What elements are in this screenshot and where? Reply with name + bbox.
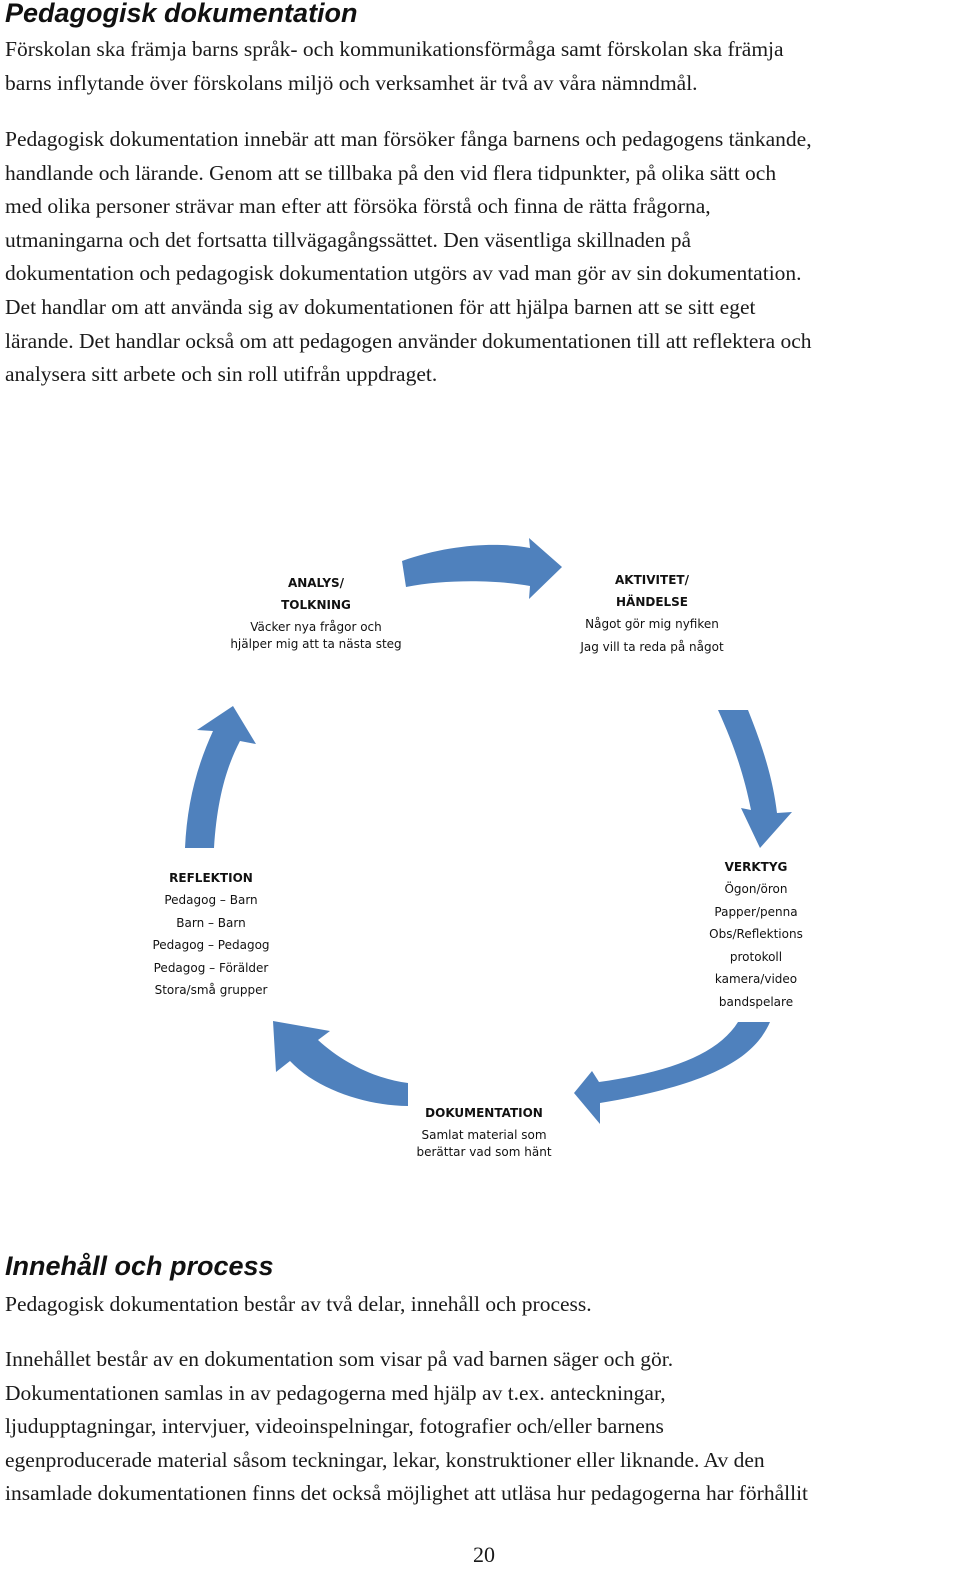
documentation-cycle-diagram <box>185 538 792 1124</box>
node-text: bandspelare <box>718 994 794 1009</box>
content-paragraph: Innehållet består av en dokumentation so… <box>5 1343 960 1511</box>
cycle-arrow-dokumentation-to-reflektion <box>273 1021 408 1106</box>
page-number: 20 <box>473 1542 495 1567</box>
text-line: ljudupptagningar, intervjuer, videoinspe… <box>5 1414 664 1439</box>
cycle-arrow-verktyg-to-dokumentation <box>574 1022 770 1124</box>
node-title: VERKTYG <box>724 860 788 874</box>
text-line: barns inflytande över förskolans miljö o… <box>5 70 698 95</box>
text-line: dokumentation och pedagogisk dokumentati… <box>5 261 802 286</box>
cycle-node-analys: ANALYS/ TOLKNING Väcker nya frågor och h… <box>216 572 416 653</box>
node-text: hjälper mig att ta nästa steg <box>230 637 402 651</box>
node-text: Pedagog – Barn <box>164 893 258 907</box>
section-heading-pedagogisk-dokumentation: Pedagogisk dokumentation <box>5 0 358 28</box>
definition-paragraph: Pedagogisk dokumentation innebär att man… <box>5 123 960 392</box>
text-line: lärande. Det handlar också om att pedago… <box>5 328 812 353</box>
text-line: egenproducerade material såsom teckninga… <box>5 1447 765 1472</box>
text-line: Det handlar om att använda sig av dokume… <box>5 294 756 319</box>
node-text: Obs/Reflektions <box>709 927 803 941</box>
text-line: Förskolan ska främja barns språk- och ko… <box>5 37 784 61</box>
text-line: Pedagogisk dokumentation innebär att man… <box>5 127 812 151</box>
node-title: TOLKNING <box>281 598 351 612</box>
cycle-node-dokumentation: DOKUMENTATION Samlat material som berätt… <box>384 1102 584 1161</box>
text-line: Innehållet består av en dokumentation so… <box>5 1347 674 1371</box>
cycle-arrow-aktivitet-to-verktyg <box>718 710 792 848</box>
node-text: Barn – Barn <box>176 915 246 930</box>
node-title: DOKUMENTATION <box>425 1106 543 1120</box>
text-line: Dokumentationen samlas in av pedagogerna… <box>5 1380 666 1405</box>
cycle-arrow-reflektion-to-analys <box>185 706 256 848</box>
text-line: analysera sitt arbete och sin roll utifr… <box>5 362 438 387</box>
node-title: ANALYS/ <box>287 576 345 590</box>
node-text: Papper/penna <box>714 904 798 919</box>
text-line: Pedagogisk dokumentation består av två d… <box>5 1292 592 1316</box>
node-title: AKTIVITET/ <box>615 573 689 587</box>
cycle-node-reflektion: REFLEKTION Pedagog – Barn Barn – Barn Pe… <box>131 867 291 1002</box>
node-title: HÄNDELSE <box>615 595 689 609</box>
node-text: Väcker nya frågor och <box>250 620 382 634</box>
node-text: kamera/video <box>714 972 798 986</box>
node-title: REFLEKTION <box>169 871 253 885</box>
process-intro-paragraph: Pedagogisk dokumentation består av två d… <box>5 1288 960 1322</box>
node-text: Pedagog – Pedagog <box>152 938 270 952</box>
node-text: Jag vill ta reda på något <box>580 639 724 654</box>
node-text: Pedagog – Förälder <box>153 960 269 975</box>
text-line: med olika personer strävar man efter att… <box>5 194 711 219</box>
node-text: Något gör mig nyfiken <box>585 617 719 631</box>
node-text: Ögon/öron <box>724 882 788 896</box>
cycle-node-aktivitet: AKTIVITET/ HÄNDELSE Något gör mig nyfike… <box>552 569 752 658</box>
cycle-arrow-analys-to-aktivitet <box>402 538 562 599</box>
text-line: handlande och lärande. Genom att se till… <box>5 160 777 185</box>
node-text: Samlat material som <box>421 1128 547 1142</box>
cycle-node-verktyg: VERKTYG Ögon/öron Papper/penna Obs/Refle… <box>676 856 836 1013</box>
text-line: utmaningarna och det fortsatta tillvägag… <box>5 227 691 252</box>
node-text: berättar vad som hänt <box>416 1145 552 1159</box>
node-text: Stora/små grupper <box>154 983 268 997</box>
section-heading-innehall-och-process: Innehåll och process <box>5 1251 274 1281</box>
text-line: insamlade dokumentationen finns det ocks… <box>5 1481 809 1506</box>
node-text: protokoll <box>729 949 783 964</box>
intro-paragraph: Förskolan ska främja barns språk- och ko… <box>5 33 960 100</box>
